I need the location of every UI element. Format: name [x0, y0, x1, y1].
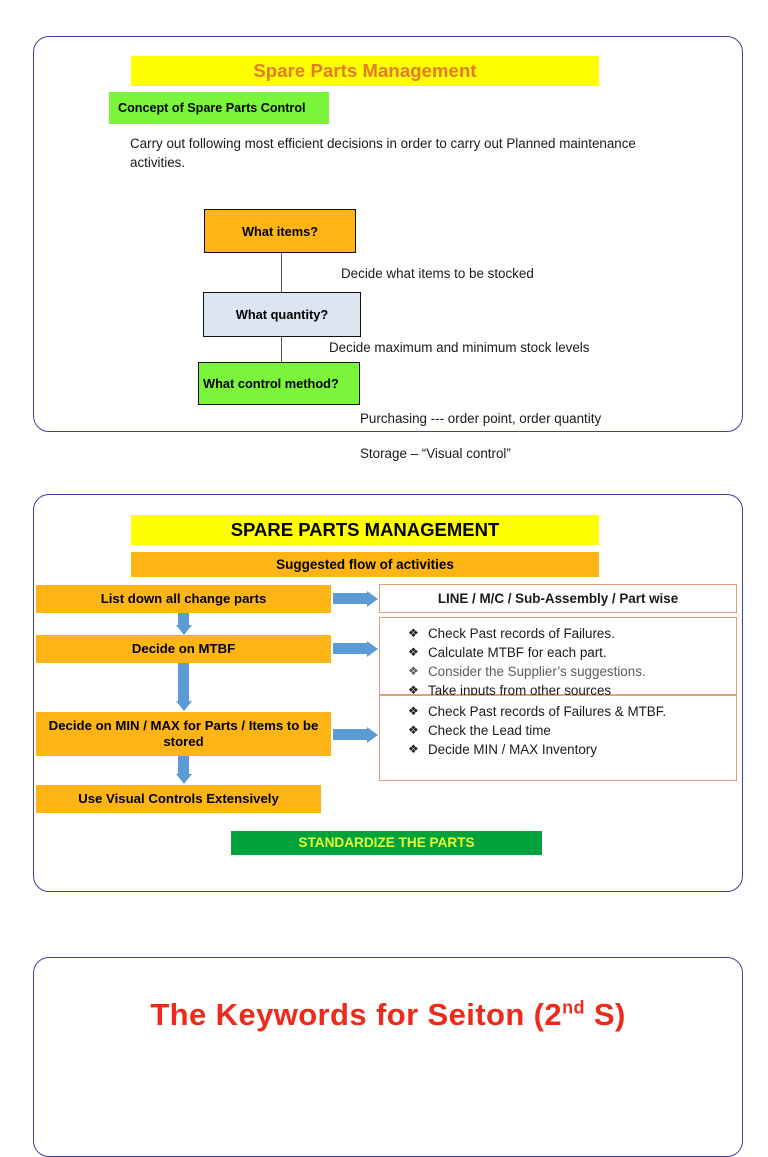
list-item-label: Calculate MTBF for each part.	[428, 645, 607, 660]
arrow-down-icon	[175, 613, 192, 635]
diamond-bullet-icon: ❖	[408, 723, 419, 737]
diamond-bullet-icon: ❖	[408, 626, 419, 640]
slide2-flow-bar: Suggested flow of activities	[131, 552, 599, 577]
flow-node-what-control-method: What control method?	[198, 362, 360, 405]
list-item-label: Check the Lead time	[428, 723, 551, 738]
diamond-bullet-icon: ❖	[408, 704, 419, 718]
slide1-title: Spare Parts Management	[131, 56, 599, 86]
slide1-note-decide-items: Decide what items to be stocked	[341, 266, 534, 281]
arrow-down-icon	[175, 663, 192, 711]
slide-seiton-keywords: The Keywords for Seiton (2nd S)	[33, 957, 743, 1157]
slide1-note-purchasing: Purchasing --- order point, order quanti…	[360, 411, 602, 426]
flow-node-what-quantity: What quantity?	[203, 292, 361, 337]
list-item-label: Check Past records of Failures.	[428, 626, 615, 641]
arrow-right-icon	[333, 590, 378, 607]
diamond-bullet-icon: ❖	[408, 742, 419, 756]
slide3-title-main: The Keywords for Seiton (2	[150, 997, 563, 1032]
list-item-label: Check Past records of Failures & MTBF.	[428, 704, 667, 719]
flow-step-decide-mtbf: Decide on MTBF	[36, 635, 331, 663]
standardize-banner: STANDARDIZE THE PARTS	[231, 831, 542, 855]
slide-spare-parts-concept: Spare Parts Management Concept of Spare …	[33, 36, 743, 461]
list-item: ❖ Consider the Supplier’s suggestions.	[380, 662, 736, 681]
list-item: ❖ Check Past records of Failures.	[380, 624, 736, 643]
slide-spare-parts-flow: SPARE PARTS MANAGEMENT Suggested flow of…	[33, 494, 743, 892]
slide1-subtitle-banner: Concept of Spare Parts Control	[109, 92, 329, 124]
slide3-title: The Keywords for Seiton (2nd S)	[34, 997, 742, 1033]
list-item: ❖ Check Past records of Failures & MTBF.	[380, 702, 736, 721]
connector-line-2	[281, 336, 282, 363]
connector-line-1	[281, 253, 282, 293]
diamond-bullet-icon: ❖	[408, 645, 419, 659]
list-item-label: Take inputs from other sources	[428, 683, 612, 698]
list-item-label: Consider the Supplier’s suggestions.	[428, 664, 646, 679]
detail-box-scope: LINE / M/C / Sub-Assembly / Part wise	[379, 584, 737, 613]
slide1-note-decide-levels: Decide maximum and minimum stock levels	[329, 340, 590, 355]
arrow-right-icon	[333, 726, 378, 743]
list-item-label: Decide MIN / MAX Inventory	[428, 742, 597, 757]
slide1-note-storage: Storage – “Visual control”	[360, 446, 511, 461]
diamond-bullet-icon: ❖	[408, 683, 419, 697]
arrow-right-icon	[333, 640, 378, 657]
detail-box-min-max: ❖Check Past records of Failures & MTBF. …	[379, 695, 737, 781]
slide3-title-ordinal: nd	[562, 997, 585, 1018]
flow-step-decide-min-max: Decide on MIN / MAX for Parts / Items to…	[36, 712, 331, 756]
list-item: ❖ Calculate MTBF for each part.	[380, 643, 736, 662]
detail-box-mtbf: ❖ Check Past records of Failures. ❖ Calcul…	[379, 617, 737, 698]
flow-node-what-items: What items?	[204, 209, 356, 253]
slide2-title: SPARE PARTS MANAGEMENT	[131, 515, 599, 545]
list-item: ❖ Check the Lead time	[380, 721, 736, 740]
flow-step-list-parts: List down all change parts	[36, 585, 331, 613]
slide1-paragraph: Carry out following most efficient decis…	[130, 136, 636, 170]
flow-step-visual-controls: Use Visual Controls Extensively	[36, 785, 321, 813]
slide3-title-tail: S)	[584, 997, 626, 1032]
list-item: ❖ Take inputs from other sources	[380, 681, 736, 700]
detail-list-min-max: ❖Check Past records of Failures & MTBF. …	[380, 696, 736, 759]
detail-list-mtbf: ❖ Check Past records of Failures. ❖ Calcul…	[380, 618, 736, 700]
list-item: ❖ Decide MIN / MAX Inventory	[380, 740, 736, 759]
arrow-down-icon	[175, 756, 192, 784]
diamond-bullet-icon: ❖	[408, 664, 419, 678]
